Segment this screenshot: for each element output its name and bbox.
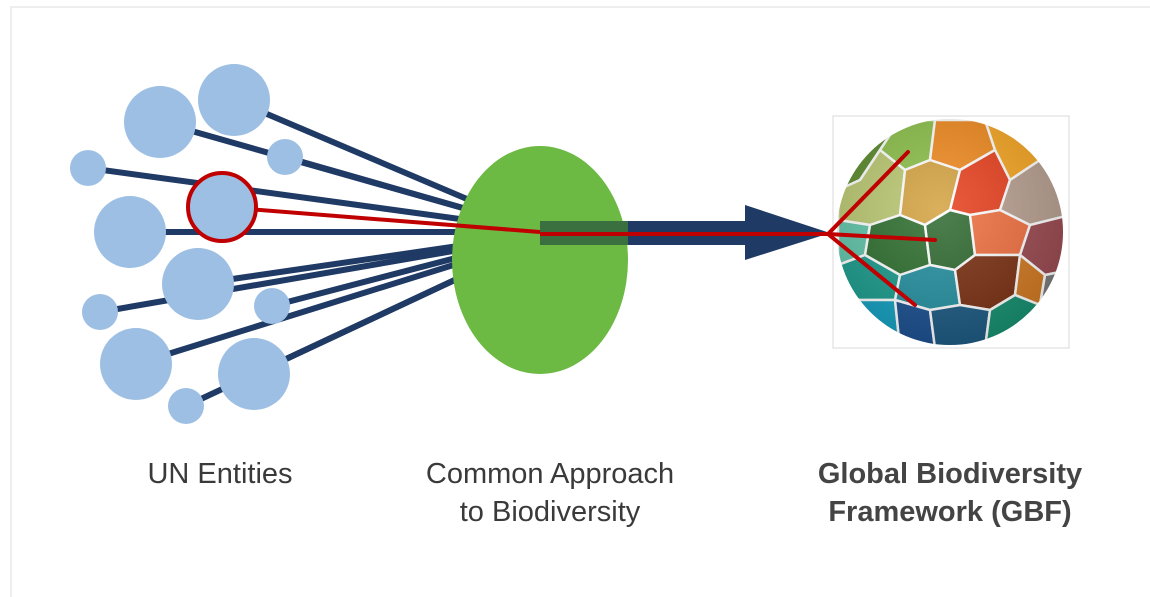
gbf-target-branches xyxy=(826,150,937,307)
entity-circle xyxy=(168,388,204,424)
entity-circle xyxy=(70,150,106,186)
entity-circle xyxy=(94,196,166,268)
frame-border-top xyxy=(10,6,1150,8)
entity-circle xyxy=(218,338,290,410)
gbf-mosaic-globe xyxy=(826,115,1070,349)
entity-circle xyxy=(82,294,118,330)
gbf-label: Global Biodiversity Framework (GBF) xyxy=(817,458,1083,528)
entity-circle xyxy=(124,86,196,158)
entity-circle xyxy=(267,139,303,175)
entity-circle xyxy=(100,328,172,400)
frame-border-left xyxy=(10,6,12,597)
un-entities-label: UN Entities xyxy=(147,458,293,490)
un-entity-circles xyxy=(70,64,303,424)
entity-circle xyxy=(254,288,290,324)
highlighted-entity-circle xyxy=(186,171,258,243)
common-approach-label: Common Approach to Biodiversity xyxy=(425,458,675,528)
highlight-line xyxy=(221,205,541,234)
common-approach-ellipse xyxy=(452,146,628,374)
entity-circle xyxy=(198,64,270,136)
entity-circle xyxy=(162,248,234,320)
highlighted-path xyxy=(186,171,830,243)
